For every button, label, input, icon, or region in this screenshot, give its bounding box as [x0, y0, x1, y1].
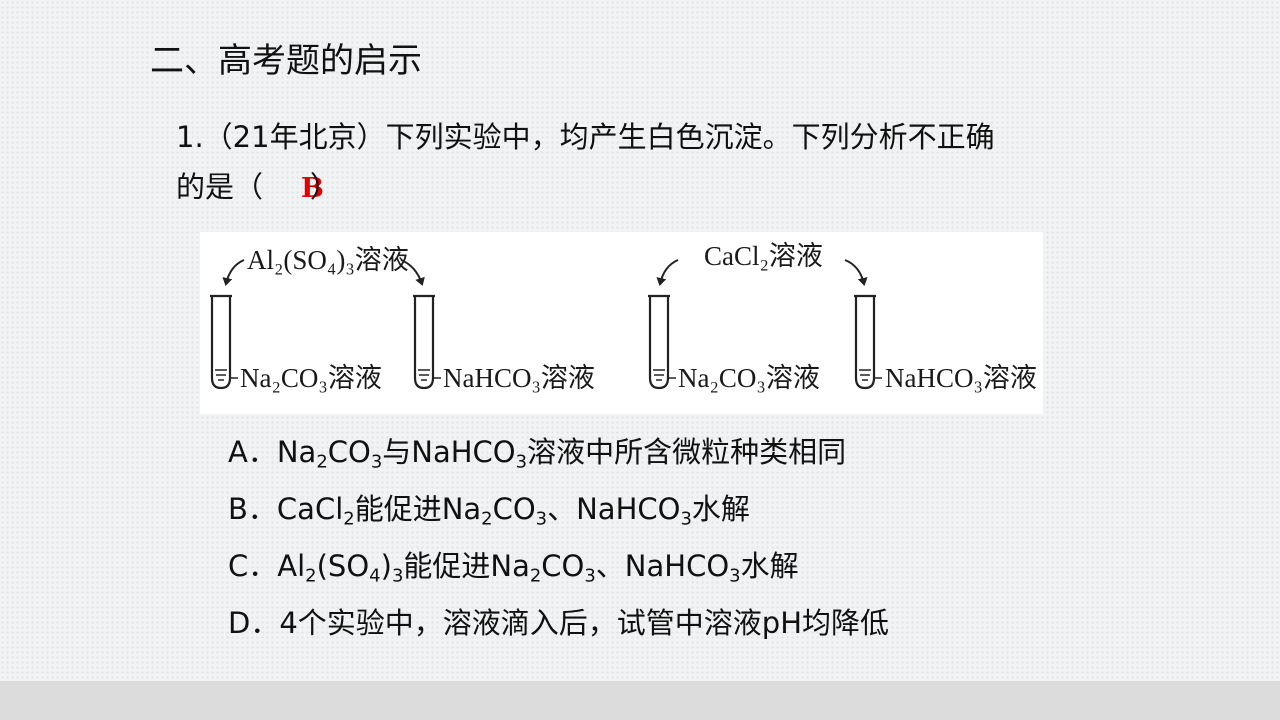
section-title: 二、高考题的启示: [150, 41, 422, 81]
test-tube-4: [854, 294, 882, 390]
options-list: A．Na2CO3与NaHCO3溶液中所含微粒种类相同 B．CaCl2能促进Na2…: [228, 424, 889, 652]
arrow-left-1: [222, 259, 245, 286]
answer-mark: B: [301, 173, 324, 204]
arrow-right-1: [656, 259, 679, 286]
tube-label-2: NaHCO₃溶液: [443, 363, 595, 393]
reagent-label-left: Al₂(SO₄)₃溶液: [247, 245, 409, 275]
option-b: B．CaCl2能促进Na2CO3、NaHCO3水解: [228, 492, 750, 530]
option-a: A．Na2CO3与NaHCO3溶液中所含微粒种类相同: [228, 435, 847, 473]
stem-prefix: 的是（: [176, 170, 264, 204]
option-c: C．Al2(SO4)3能促进Na2CO3、NaHCO3水解: [228, 549, 799, 587]
option-d: D．4个实验中，溶液滴入后，试管中溶液pH均降低: [228, 606, 890, 640]
experiment-diagram: Al₂(SO₄)₃溶液 CaCl₂溶液 Na₂CO₃溶液 NaHCO₃溶液: [210, 241, 1037, 393]
tube-label-1: Na₂CO₃溶液: [240, 363, 382, 393]
arrow-left-2: [400, 259, 425, 286]
arrow-right-2: [844, 259, 868, 286]
experiment-figure: Al₂(SO₄)₃溶液 CaCl₂溶液 Na₂CO₃溶液 NaHCO₃溶液: [200, 232, 1043, 414]
test-tube-3: [648, 294, 676, 390]
stem-line-2: 的是（ B）: [176, 162, 1096, 214]
tube-label-4: NaHCO₃溶液: [885, 363, 1037, 393]
stem-line-1: 1.（21年北京）下列实验中，均产生白色沉淀。下列分析不正确: [176, 120, 995, 154]
stem-suffix: ）: [309, 170, 339, 204]
footer-band: [0, 681, 1280, 720]
test-tube-1: [210, 294, 238, 390]
reagent-label-right: CaCl₂溶液: [704, 241, 823, 271]
test-tube-2: [413, 294, 441, 390]
tube-label-3: Na₂CO₃溶液: [678, 363, 820, 393]
question-stem: 1.（21年北京）下列实验中，均产生白色沉淀。下列分析不正确 的是（ B）: [176, 112, 1096, 214]
